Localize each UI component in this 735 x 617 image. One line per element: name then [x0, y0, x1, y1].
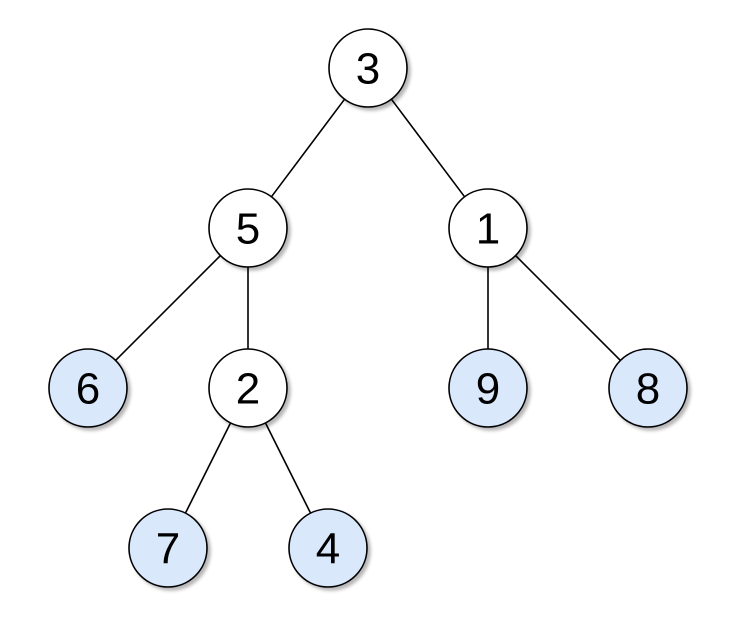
- node-circle: [608, 348, 688, 428]
- leaf-node: 4: [288, 508, 368, 588]
- tree-edge: [264, 422, 312, 514]
- edges-layer: [115, 98, 621, 514]
- node-circle: [448, 348, 528, 428]
- node-circle: [48, 348, 128, 428]
- leaf-node: 8: [608, 348, 688, 428]
- internal-node: 5: [208, 188, 288, 268]
- node-label: 8: [636, 365, 660, 414]
- internal-node: 1: [448, 188, 528, 268]
- nodes-layer: 3 5 1 6 2 9 8 7 4: [48, 28, 688, 588]
- node-circle: [128, 508, 208, 588]
- node-circle: [448, 188, 528, 268]
- node-circle: [288, 508, 368, 588]
- node-circle: [328, 28, 408, 108]
- tree-edge: [270, 98, 346, 198]
- tree-edge: [515, 255, 621, 361]
- leaf-node: 7: [128, 508, 208, 588]
- node-label: 7: [156, 525, 180, 574]
- node-label: 4: [316, 525, 340, 574]
- node-circle: [208, 188, 288, 268]
- tree-edge: [184, 422, 232, 514]
- internal-node: 3: [328, 28, 408, 108]
- node-label: 2: [236, 365, 260, 414]
- leaf-node: 6: [48, 348, 128, 428]
- node-label: 1: [476, 205, 500, 254]
- node-label: 5: [236, 205, 260, 254]
- node-circle: [208, 348, 288, 428]
- tree-edge: [390, 98, 466, 198]
- node-label: 9: [476, 365, 500, 414]
- node-label: 3: [356, 45, 380, 94]
- tree-edge: [115, 255, 221, 361]
- node-label: 6: [76, 365, 100, 414]
- internal-node: 2: [208, 348, 288, 428]
- leaf-node: 9: [448, 348, 528, 428]
